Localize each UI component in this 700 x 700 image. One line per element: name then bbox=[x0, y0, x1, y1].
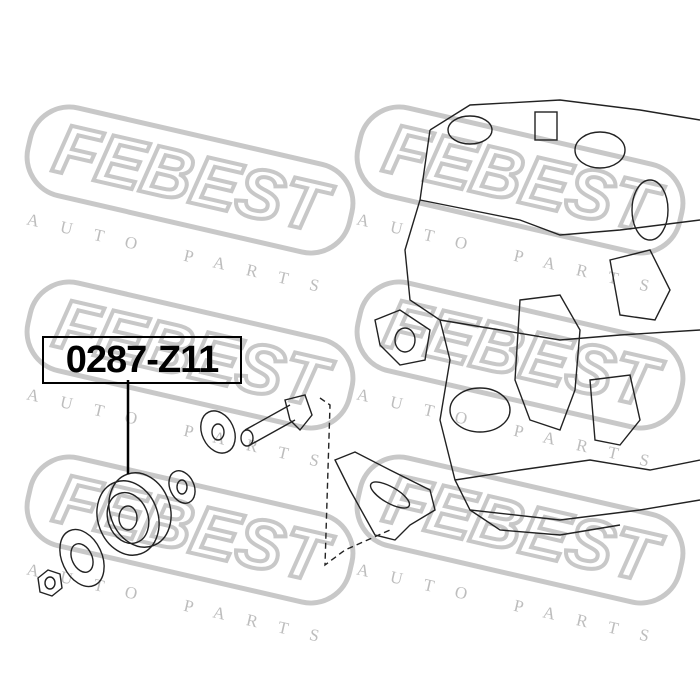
mounting-bracket bbox=[334, 451, 436, 541]
washer bbox=[200, 410, 236, 454]
part-number-label: 0287-Z11 bbox=[42, 336, 242, 384]
pulley-cover bbox=[59, 528, 105, 588]
assembly-guide-line bbox=[319, 397, 391, 567]
bearing bbox=[168, 470, 196, 504]
idler-pulley[interactable] bbox=[87, 464, 181, 564]
bolt bbox=[240, 394, 313, 447]
nut bbox=[37, 569, 63, 597]
engine-block bbox=[374, 99, 700, 536]
